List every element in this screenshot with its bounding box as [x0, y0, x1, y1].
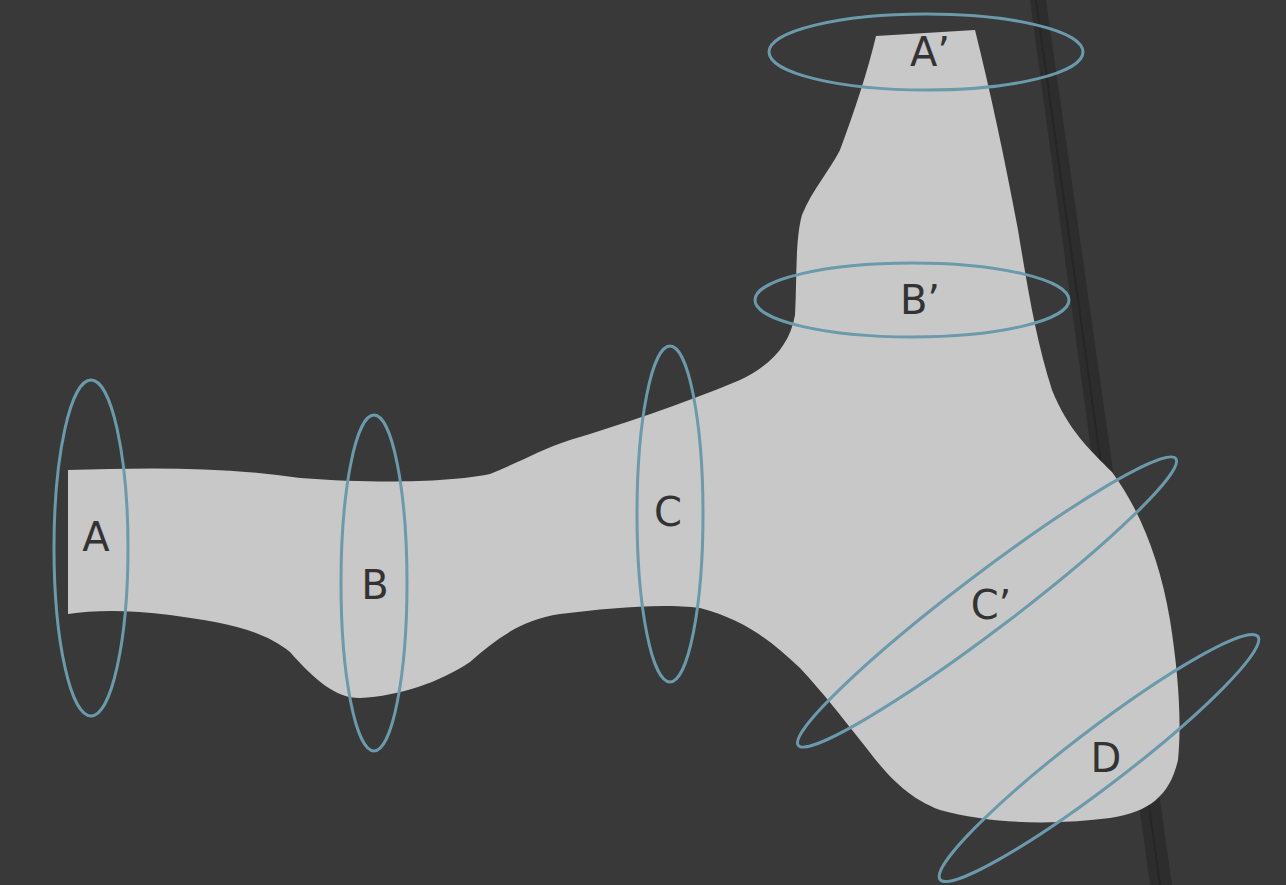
section-label: C	[654, 492, 682, 532]
ring-ellipse	[923, 614, 1275, 885]
section-label: B	[361, 565, 388, 605]
ring-ellipse	[341, 415, 407, 751]
ring-ellipse	[637, 346, 703, 682]
section-ring: D	[895, 554, 1286, 885]
ring-ellipse	[755, 263, 1069, 337]
section-ring: A’	[765, 0, 1087, 213]
ring-ellipse	[54, 380, 128, 716]
ring-outline	[895, 554, 1286, 885]
section-ring: B	[202, 411, 546, 755]
section-label: B’	[900, 280, 940, 320]
ring-outline	[0, 376, 263, 720]
section-ring: C’	[746, 361, 1228, 843]
ring-ellipse	[769, 14, 1083, 90]
ring-ellipse	[781, 436, 1192, 767]
section-ring: C	[498, 342, 842, 686]
vessel-shape	[68, 30, 1180, 822]
section-label: D	[1091, 738, 1122, 778]
section-label: A	[82, 517, 109, 557]
section-ring: A	[0, 376, 263, 720]
section-label: A’	[910, 32, 950, 72]
section-ring: B’	[751, 139, 1073, 461]
section-label: C’	[971, 585, 1012, 625]
